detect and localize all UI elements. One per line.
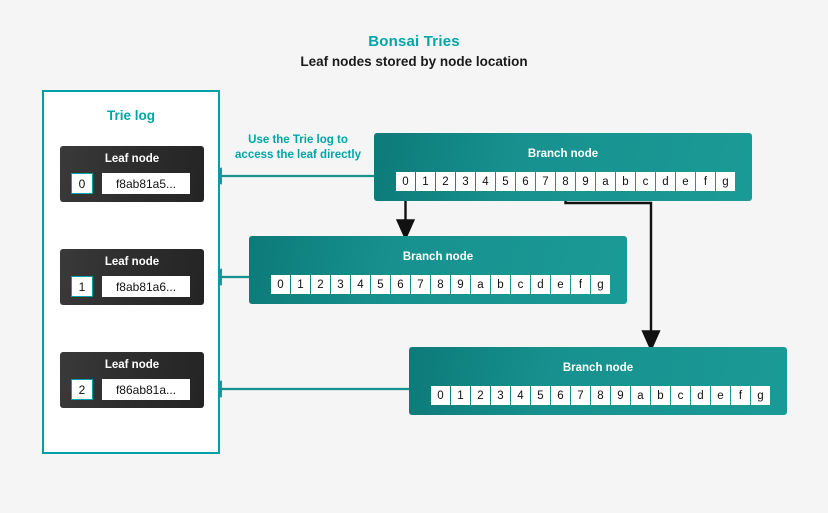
branch-cell-g[interactable]: g bbox=[591, 275, 610, 294]
branch-cell-b[interactable]: b bbox=[651, 386, 670, 405]
branch-cell-9[interactable]: 9 bbox=[611, 386, 630, 405]
leaf-node-index: 2 bbox=[71, 379, 93, 400]
annotation-line-2: access the leaf directly bbox=[235, 149, 361, 161]
branch-cell-3[interactable]: 3 bbox=[331, 275, 350, 294]
leaf-node-label: Leaf node bbox=[104, 256, 160, 268]
branch-cell-f[interactable]: f bbox=[696, 172, 715, 191]
branch-cell-3[interactable]: 3 bbox=[491, 386, 510, 405]
leaf-node-row: 0 f8ab81a5... bbox=[71, 173, 190, 194]
leaf-node-row: 1 f8ab81a6... bbox=[71, 276, 190, 297]
leaf-node-card-2[interactable]: Leaf node 2 f86ab81a... bbox=[60, 352, 204, 408]
branch-cell-5[interactable]: 5 bbox=[531, 386, 550, 405]
branch-cell-7[interactable]: 7 bbox=[571, 386, 590, 405]
branch-cell-9[interactable]: 9 bbox=[451, 275, 470, 294]
annotation-line-1: Use the Trie log to bbox=[248, 134, 348, 146]
branch-cell-a[interactable]: a bbox=[471, 275, 490, 294]
branch-cell-e[interactable]: e bbox=[551, 275, 570, 294]
branch-cell-0[interactable]: 0 bbox=[431, 386, 450, 405]
branch-cell-5[interactable]: 5 bbox=[496, 172, 515, 191]
branch-cell-f[interactable]: f bbox=[571, 275, 590, 294]
trie-log-title: Trie log bbox=[106, 108, 155, 123]
branch-cell-7[interactable]: 7 bbox=[536, 172, 555, 191]
leaf-node-value: f86ab81a... bbox=[102, 379, 190, 400]
branch-cell-2[interactable]: 2 bbox=[311, 275, 330, 294]
branch-cell-a[interactable]: a bbox=[596, 172, 615, 191]
branch-cell-a[interactable]: a bbox=[631, 386, 650, 405]
branch-cell-4[interactable]: 4 bbox=[351, 275, 370, 294]
leaf-node-card-1[interactable]: Leaf node 1 f8ab81a6... bbox=[60, 249, 204, 305]
leaf-node-label: Leaf node bbox=[104, 153, 160, 165]
leaf-node-index: 0 bbox=[71, 173, 93, 194]
branch-cell-g[interactable]: g bbox=[716, 172, 735, 191]
branch-cell-e[interactable]: e bbox=[711, 386, 730, 405]
branch-cell-6[interactable]: 6 bbox=[551, 386, 570, 405]
branch-cell-6[interactable]: 6 bbox=[391, 275, 410, 294]
branch-cell-5[interactable]: 5 bbox=[371, 275, 390, 294]
branch-cell-9[interactable]: 9 bbox=[576, 172, 595, 191]
branch-cell-f[interactable]: f bbox=[731, 386, 750, 405]
leaf-node-card-0[interactable]: Leaf node 0 f8ab81a5... bbox=[60, 146, 204, 202]
branch-cell-e[interactable]: e bbox=[676, 172, 695, 191]
branch-cell-1[interactable]: 1 bbox=[451, 386, 470, 405]
branch-cell-2[interactable]: 2 bbox=[436, 172, 455, 191]
branch-node-label: Branch node bbox=[562, 362, 634, 374]
branch-node-label: Branch node bbox=[402, 251, 474, 263]
branch-cell-0[interactable]: 0 bbox=[271, 275, 290, 294]
branch-node-label: Branch node bbox=[527, 148, 599, 160]
leaf-node-row: 2 f86ab81a... bbox=[71, 379, 190, 400]
branch-cell-c[interactable]: c bbox=[511, 275, 530, 294]
branch-cell-2[interactable]: 2 bbox=[471, 386, 490, 405]
branch-cell-d[interactable]: d bbox=[656, 172, 675, 191]
branch-cell-1[interactable]: 1 bbox=[416, 172, 435, 191]
branch-cell-g[interactable]: g bbox=[751, 386, 770, 405]
branch-cell-6[interactable]: 6 bbox=[516, 172, 535, 191]
branch-cell-0[interactable]: 0 bbox=[396, 172, 415, 191]
branch-cell-4[interactable]: 4 bbox=[511, 386, 530, 405]
branch-cell-c[interactable]: c bbox=[671, 386, 690, 405]
branch-cell-8[interactable]: 8 bbox=[591, 386, 610, 405]
branch-cell-d[interactable]: d bbox=[531, 275, 550, 294]
page-subtitle: Leaf nodes stored by node location bbox=[300, 54, 528, 69]
leaf-node-label: Leaf node bbox=[104, 359, 160, 371]
branch-cell-1[interactable]: 1 bbox=[291, 275, 310, 294]
branch-cell-b[interactable]: b bbox=[616, 172, 635, 191]
branch-cell-8[interactable]: 8 bbox=[431, 275, 450, 294]
leaf-node-value: f8ab81a5... bbox=[102, 173, 190, 194]
leaf-node-index: 1 bbox=[71, 276, 93, 297]
branch-cell-4[interactable]: 4 bbox=[476, 172, 495, 191]
branch-cell-3[interactable]: 3 bbox=[456, 172, 475, 191]
branch-cell-c[interactable]: c bbox=[636, 172, 655, 191]
leaf-node-value: f8ab81a6... bbox=[102, 276, 190, 297]
trie-log-annotation: Use the Trie log to access the leaf dire… bbox=[224, 133, 372, 163]
branch-cell-d[interactable]: d bbox=[691, 386, 710, 405]
branch-cell-8[interactable]: 8 bbox=[556, 172, 575, 191]
page-title: Bonsai Tries bbox=[368, 33, 460, 50]
branch-cell-b[interactable]: b bbox=[491, 275, 510, 294]
branch-cell-7[interactable]: 7 bbox=[411, 275, 430, 294]
